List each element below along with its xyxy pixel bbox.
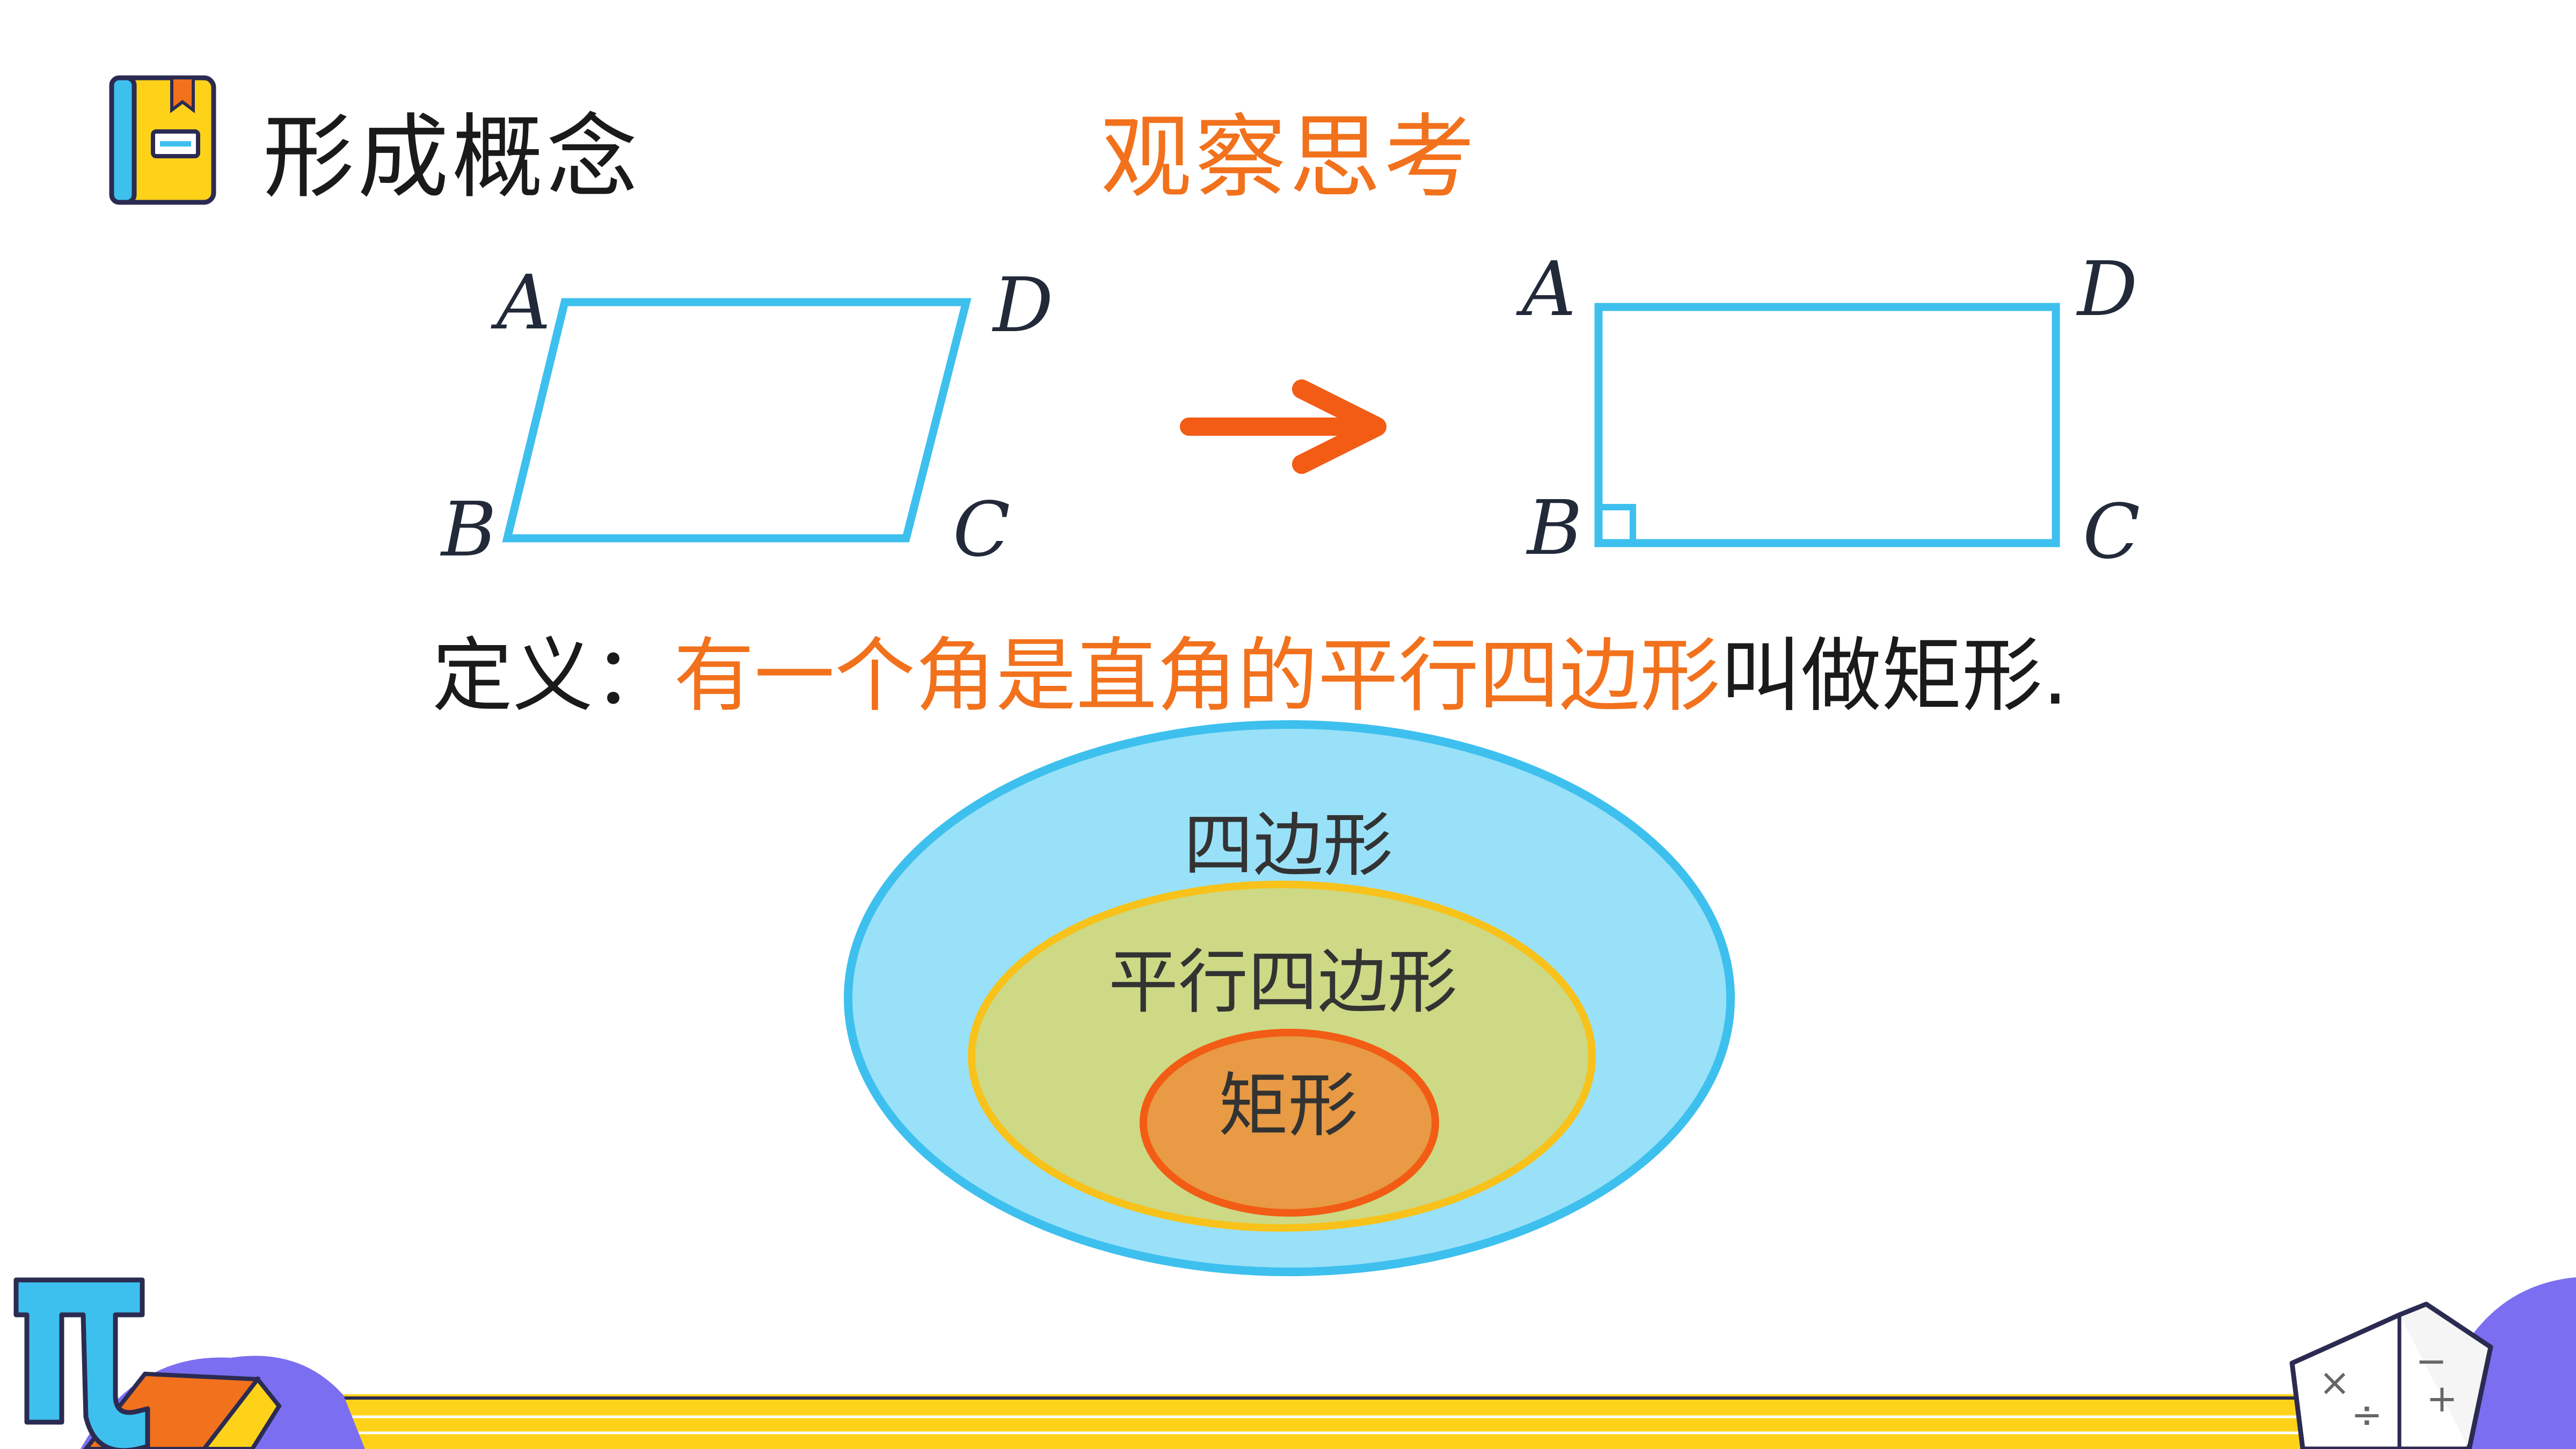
venn-inner-ellipse: [1140, 1029, 1439, 1217]
venn-label-rectangle: 矩形: [1218, 1065, 1358, 1146]
svg-text:×: ×: [2319, 1360, 2351, 1404]
definition-suffix: 叫做矩形.: [1720, 630, 2068, 723]
parallelogram-label-d: D: [993, 262, 1054, 349]
rectangle-label-a: A: [1522, 246, 1577, 333]
book-icon: [109, 75, 216, 205]
parallelogram-label-c: C: [953, 486, 1011, 574]
rectangle-label-d: D: [2077, 246, 2138, 333]
definition-prefix: 定义：: [432, 630, 674, 723]
right-arrow-icon: [1180, 379, 1386, 474]
venn-label-parallelogram: 平行四边形: [1108, 941, 1457, 1023]
venn-label-quadrilateral: 四边形: [1183, 804, 1393, 886]
rectangle-shape: [1594, 303, 2060, 547]
page-title: 形成概念: [263, 105, 641, 211]
open-math-book-icon: × ÷ − +: [2289, 1277, 2576, 1449]
definition-highlight: 有一个角是直角的平行四边形: [674, 630, 1721, 723]
parallelogram-shape: [502, 298, 972, 543]
rectangle-label-b: B: [1527, 485, 1582, 572]
page-subtitle: 观察思考: [1100, 105, 1479, 211]
svg-text:÷: ÷: [2351, 1393, 2383, 1437]
definition-text: 定义：有一个角是直角的平行四边形叫做矩形.: [432, 612, 2123, 741]
rectangle-label-c: C: [2083, 488, 2141, 576]
parallelogram-label-b: B: [441, 486, 497, 574]
footer-bar: [333, 1394, 2362, 1449]
parallelogram-label-a: A: [497, 259, 551, 347]
right-angle-mark: [1599, 504, 1636, 543]
svg-text:+: +: [2426, 1377, 2458, 1421]
svg-text:−: −: [2416, 1339, 2447, 1383]
pi-symbol-icon: [13, 1277, 365, 1449]
